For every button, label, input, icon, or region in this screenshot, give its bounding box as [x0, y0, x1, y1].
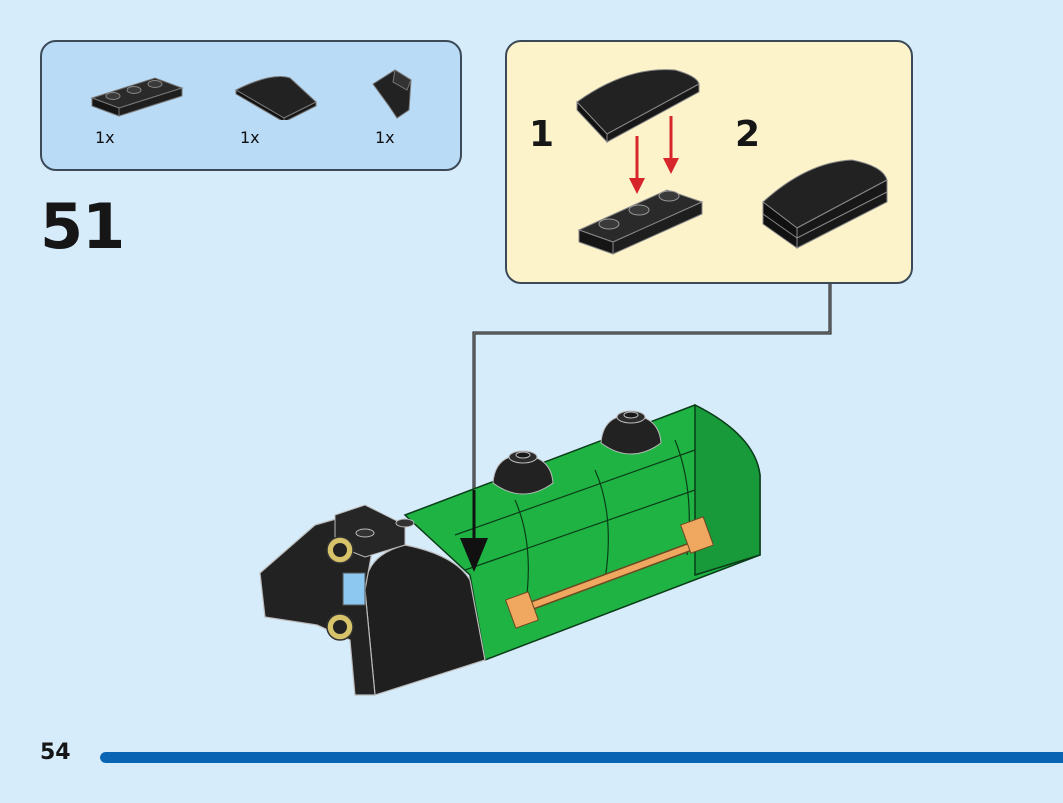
- parts-list-box: 1x 1x 1x: [40, 40, 462, 171]
- red-arrows: [629, 116, 679, 194]
- substep-illustration: [576, 69, 888, 255]
- small-slope-icon: [372, 69, 412, 119]
- part-plate-1x3: 1x: [87, 60, 207, 160]
- part-quantity: 1x: [95, 128, 115, 147]
- step-number: 51: [40, 190, 125, 263]
- progress-bar-fill: [100, 752, 1063, 763]
- curved-slope-icon: [234, 76, 317, 120]
- part-quantity: 1x: [375, 128, 395, 147]
- substep-label-2: 2: [735, 114, 761, 155]
- part-quantity: 1x: [240, 128, 260, 147]
- boiler-body: [403, 403, 761, 662]
- substep-label-1: 1: [529, 114, 555, 155]
- plate-1x3-part: [577, 189, 704, 255]
- curved-slope-part: [576, 69, 700, 144]
- part-curved-slope: 1x: [232, 60, 352, 160]
- locomotive-model: [259, 403, 761, 696]
- dome-2: [600, 410, 662, 455]
- combined-assembly: [762, 159, 888, 249]
- headlight-lower: [326, 613, 354, 641]
- progress-bar: [100, 752, 1063, 763]
- plate-1x3-icon: [90, 77, 184, 117]
- part-small-slope: 1x: [367, 60, 487, 160]
- dome-1: [492, 450, 554, 495]
- tan-rod: [504, 516, 715, 629]
- headlight-upper: [326, 536, 354, 564]
- substep-box: 1 2: [505, 40, 913, 284]
- page-number: 54: [40, 740, 71, 765]
